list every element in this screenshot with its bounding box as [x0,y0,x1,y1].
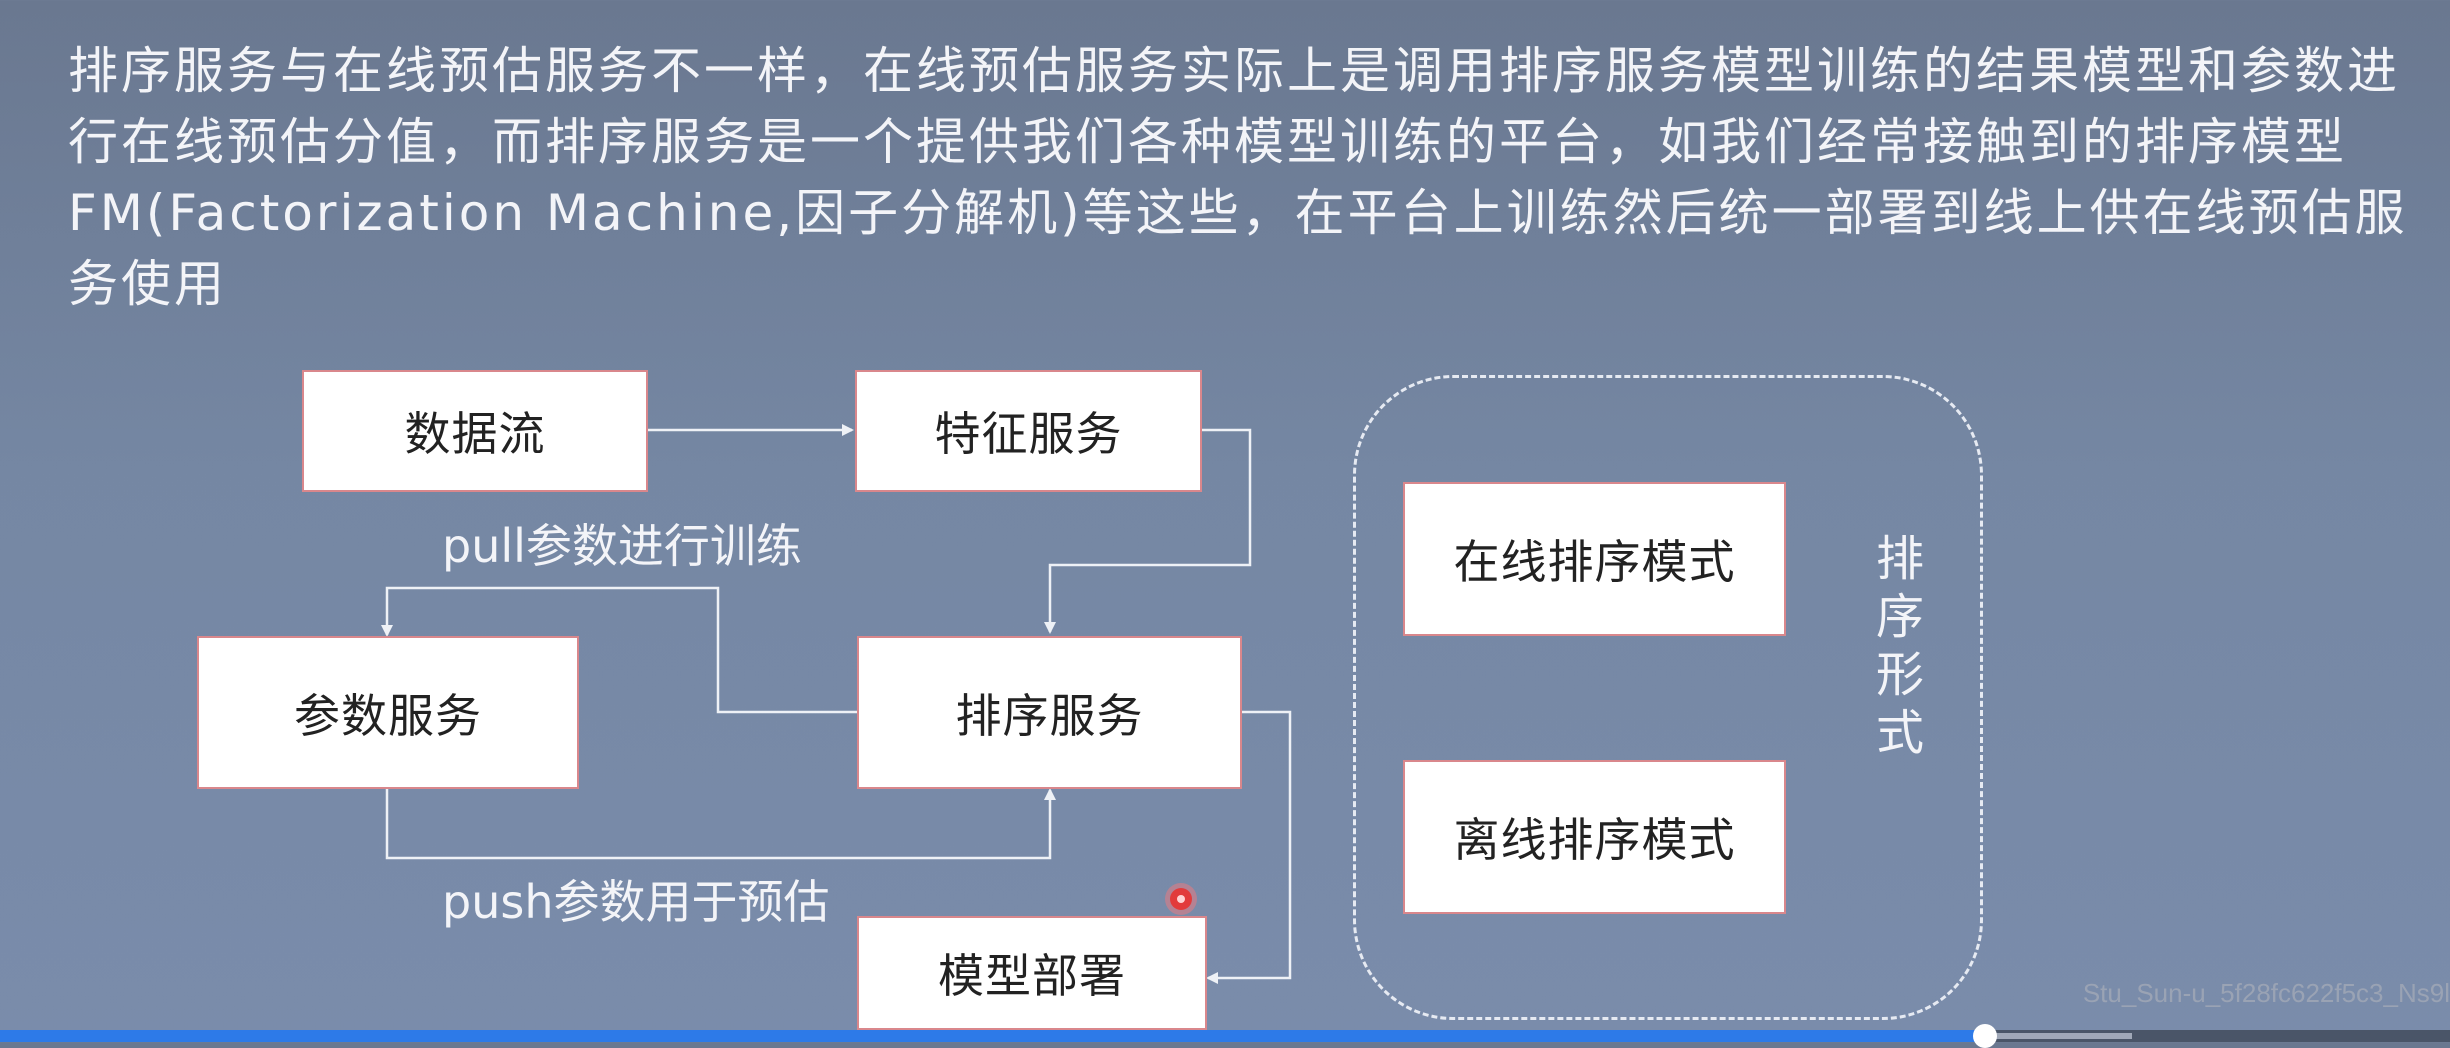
node-ranking-service: 排序服务 [857,636,1242,789]
node-model-deploy: 模型部署 [857,916,1207,1030]
progress-played [0,1030,1985,1042]
node-offline-mode: 离线排序模式 [1403,760,1786,914]
group-label-ranking-form: 排 序 形 式 [1875,531,1924,761]
arrow-ranking-to-deploy [1206,710,1292,984]
label-push: push参数用于预估 [442,875,830,929]
arrow-feature-to-ranking [1044,428,1252,634]
arrow-ranking-to-param [381,586,857,714]
label-pull: pull参数进行训练 [442,519,802,573]
video-progress-bar[interactable] [0,1024,2450,1048]
ranking-form-group [1353,375,1983,1020]
pointer-indicator [1170,888,1192,910]
node-data-stream: 数据流 [302,370,648,492]
progress-handle[interactable] [1973,1024,1997,1048]
watermark: Stu_Sun-u_5f28fc622f5c3_Ns9l [2082,978,2450,1008]
arrow-param-to-ranking [385,788,1056,860]
intro-paragraph: 排序服务与在线预估服务不一样，在线预估服务实际上是调用排序服务模型训练的结果模型… [68,42,2408,313]
node-feature-service: 特征服务 [855,370,1202,492]
node-param-service: 参数服务 [197,636,579,789]
node-online-mode: 在线排序模式 [1403,482,1786,636]
progress-buffered [1985,1033,2132,1039]
